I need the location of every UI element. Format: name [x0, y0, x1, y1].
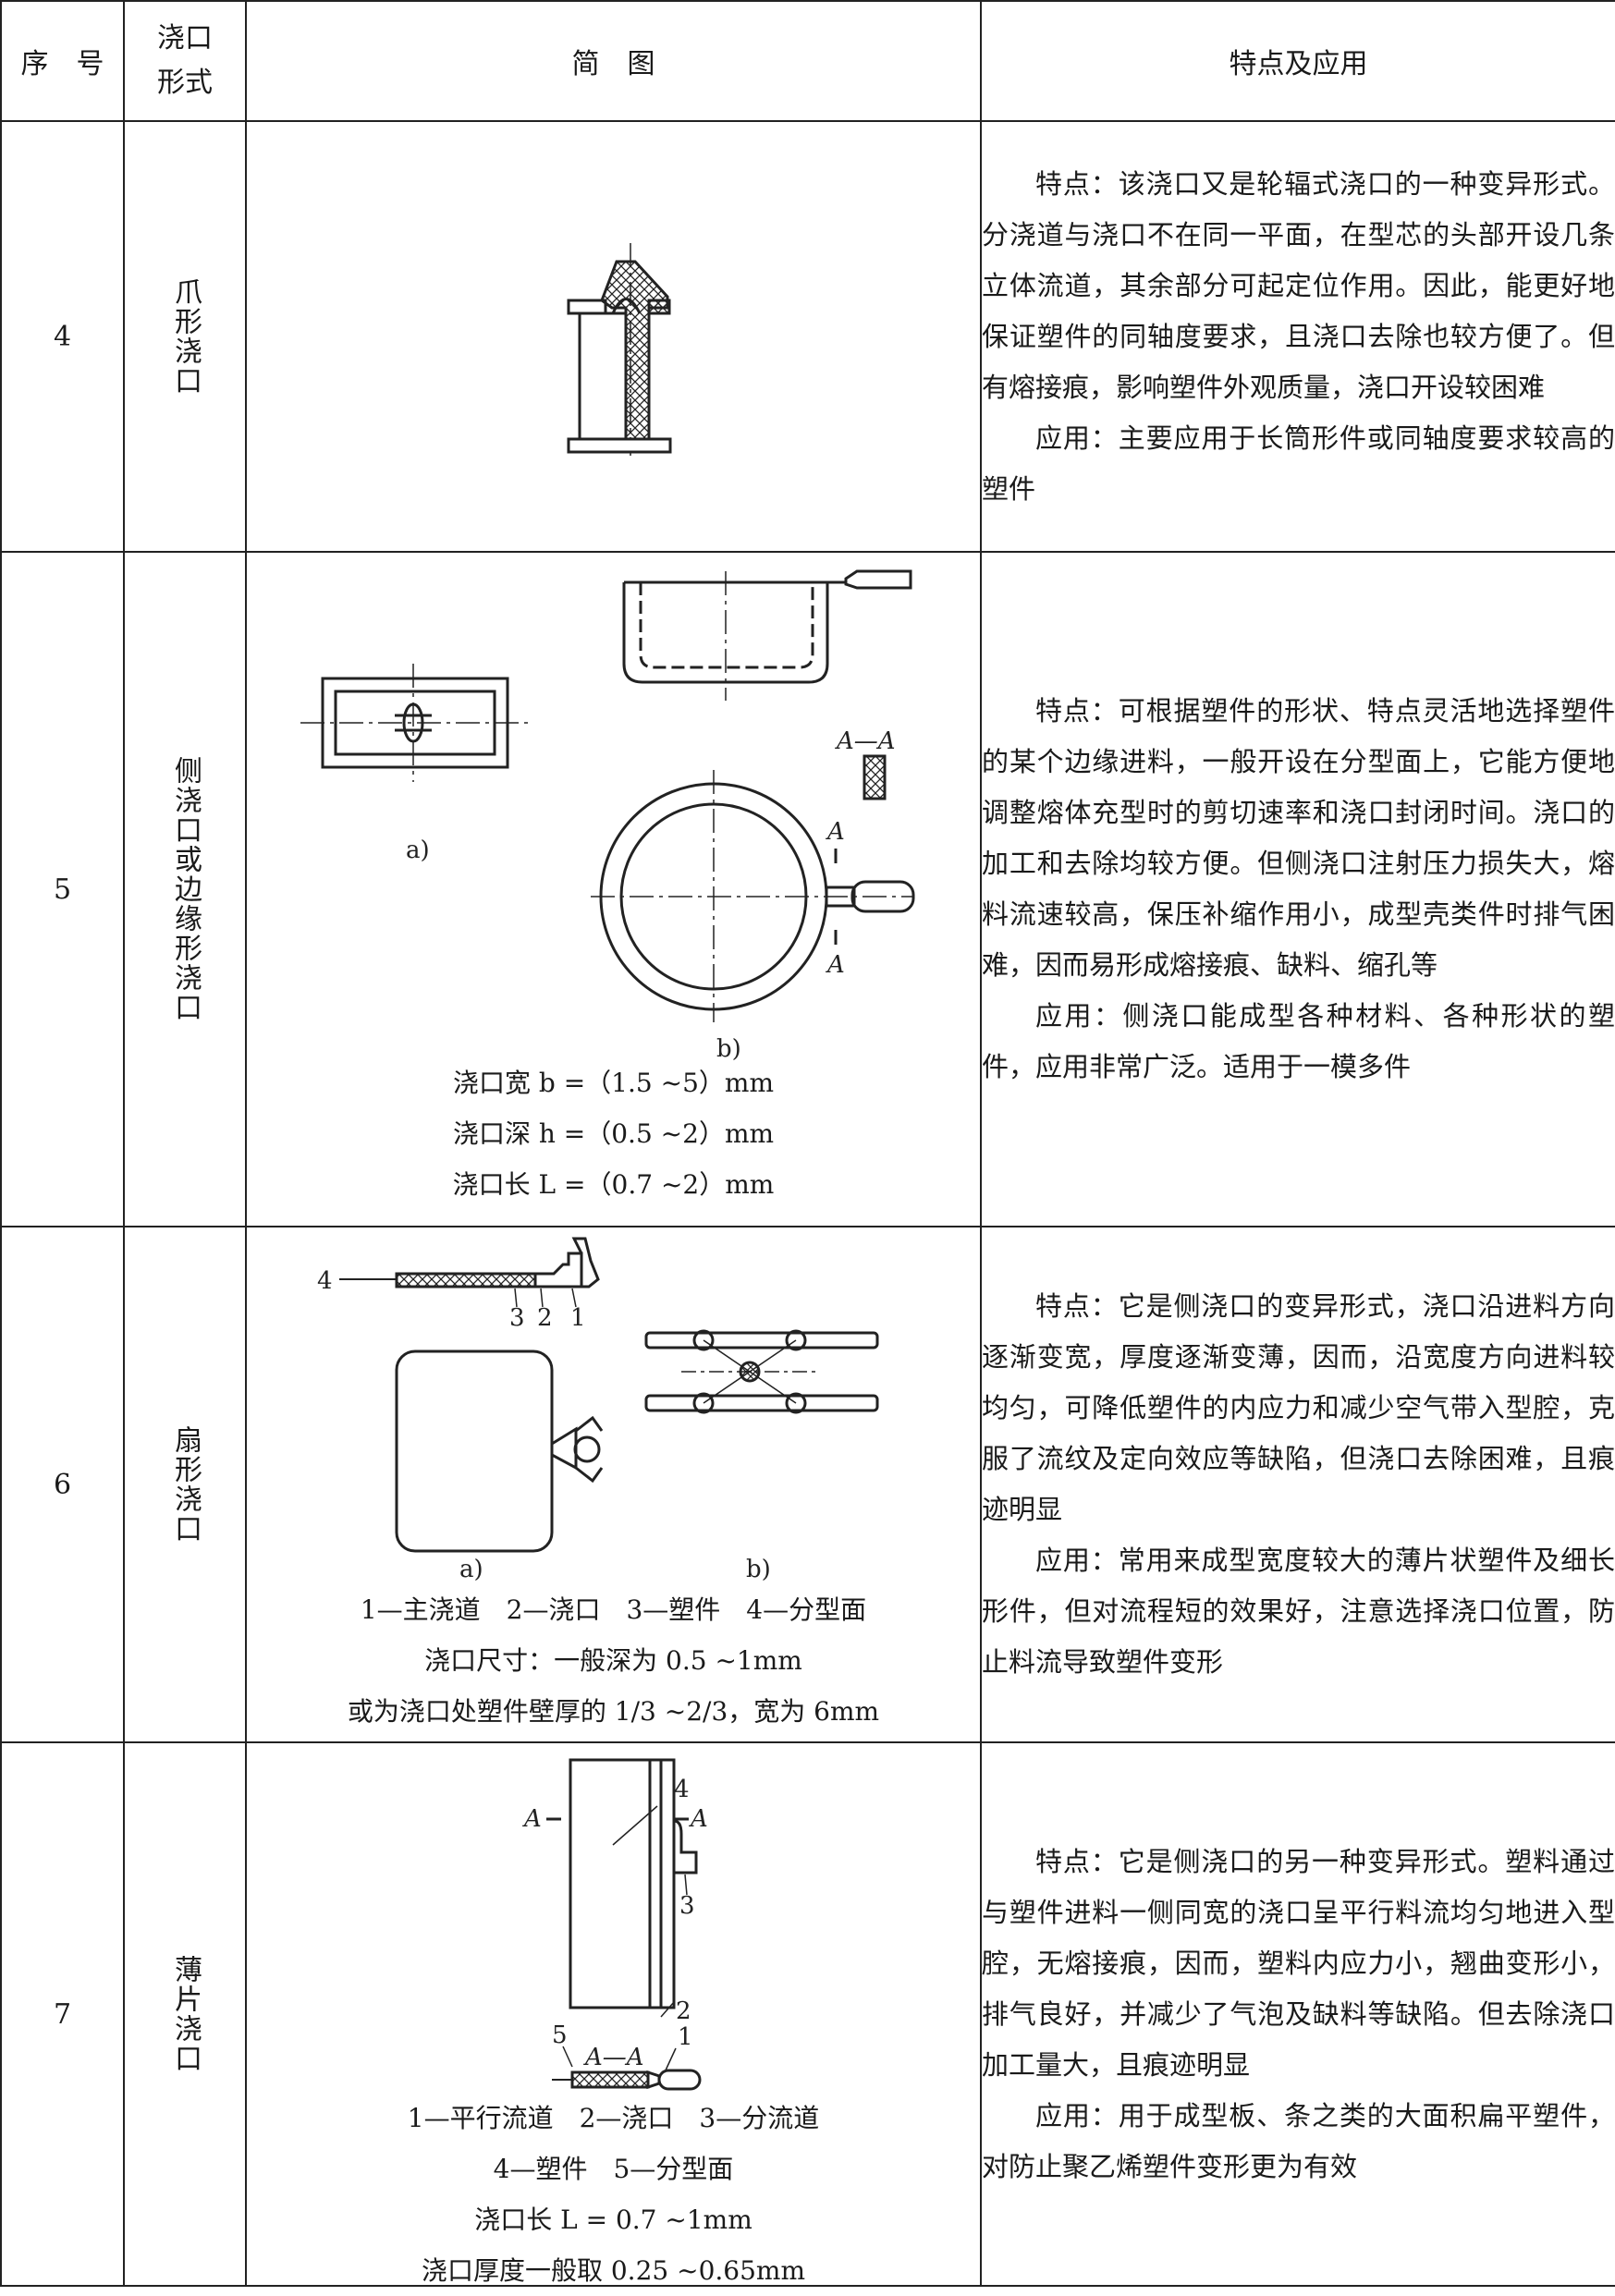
label-a: a) [459, 1556, 483, 1583]
header-serial: 序 号 [0, 0, 125, 122]
row-number: 7 [0, 1741, 125, 2287]
gate-type-cell: 薄片浇口 [123, 1741, 247, 2287]
features-cell: 特点：它是侧浇口的另一种变异形式。塑料通过与塑件进料一侧同宽的浇口呈平行料流均匀… [980, 1741, 1615, 2287]
label-section: A—A [835, 727, 896, 755]
label-2: 2 [537, 1304, 553, 1332]
header-features: 特点及应用 [980, 0, 1615, 122]
header-diagram: 简 图 [245, 0, 982, 122]
film-gate-diagram: A A 4 3 2 1 5 A—A [522, 1758, 708, 2091]
gate-type: 爪形浇口 [169, 277, 202, 396]
diagram-cell: a) A—A A A b) 浇口宽 b =（1.5 ~5）mm 浇口深 h =（… [245, 551, 982, 1227]
label-3: 3 [679, 1892, 695, 1920]
feature-text: 特点：可根据塑件的形状、特点灵活地选择塑件的某个边缘进料，一般开设在分型面上，它… [982, 695, 1615, 981]
caption-line: 浇口宽 b =（1.5 ~5）mm [453, 1068, 774, 1098]
gate-type: 侧浇口或边缘形浇口 [169, 756, 202, 1022]
label-4: 4 [317, 1267, 333, 1295]
feature-text: 特点：该浇口又是轮辐式浇口的一种变异形式。分浇道与浇口不在同一平面，在型芯的头部… [982, 167, 1615, 403]
features-cell: 特点：可根据塑件的形状、特点灵活地选择塑件的某个边缘进料，一般开设在分型面上，它… [980, 551, 1615, 1227]
label-1: 1 [570, 1304, 586, 1332]
diagram-cell: 4 3 2 1 a) b) 1—主浇道 2—浇口 3—塑件 4—分型面 浇口尺寸… [245, 1226, 982, 1743]
table-row: 6 扇形浇口 [0, 1226, 1615, 1743]
caption-line: 4—塑件 5—分型面 [493, 2154, 734, 2184]
label-section-mark-right: A [689, 1805, 708, 1833]
gate-type-cell: 爪形浇口 [123, 120, 247, 553]
caption-line: 浇口尺寸：一般深为 0.5 ~1mm [424, 1645, 802, 1676]
label-b: b) [746, 1556, 771, 1583]
diagram-captions: 浇口宽 b =（1.5 ~5）mm 浇口深 h =（0.5 ~2）mm 浇口长 … [247, 1057, 980, 1210]
gate-type-cell: 扇形浇口 [123, 1226, 247, 1743]
label-section-mark-bottom: A [826, 951, 845, 979]
label-b: b) [716, 1035, 741, 1063]
caption-line: 1—主浇道 2—浇口 3—塑件 4—分型面 [360, 1594, 867, 1625]
diagram-cell [245, 120, 982, 553]
gate-type-cell: 侧浇口或边缘形浇口 [123, 551, 247, 1227]
label-2: 2 [676, 1997, 691, 2025]
label-5: 5 [552, 2021, 568, 2049]
application-text: 应用：侧浇口能成型各种材料、各种形状的塑件，应用非常广泛。适用于一模多件 [982, 1000, 1615, 1082]
features-cell: 特点：它是侧浇口的变异形式，浇口沿进料方向逐渐变宽，厚度逐渐变薄，因而，沿宽度方… [980, 1226, 1615, 1743]
row-number: 4 [0, 120, 125, 553]
label-a: a) [406, 837, 430, 864]
label-section: A—A [583, 2044, 644, 2071]
gate-type: 扇形浇口 [169, 1425, 202, 1544]
label-section-mark-left: A [522, 1805, 542, 1833]
features-cell: 特点：该浇口又是轮辐式浇口的一种变异形式。分浇道与浇口不在同一平面，在型芯的头部… [980, 120, 1615, 553]
table-header-row: 序 号 浇口 形式 简 图 特点及应用 [0, 0, 1615, 122]
table-row: 5 侧浇口或边缘形浇口 [0, 551, 1615, 1227]
caption-line: 或为浇口处塑件壁厚的 1/3 ~2/3，宽为 6mm [347, 1696, 880, 1727]
table-row: 7 薄片浇口 [0, 1741, 1615, 2287]
label-1: 1 [678, 2023, 693, 2051]
label-3: 3 [509, 1304, 525, 1332]
row-number: 6 [0, 1226, 125, 1743]
diagram-captions: 1—主浇道 2—浇口 3—塑件 4—分型面 浇口尺寸：一般深为 0.5 ~1mm… [247, 1584, 980, 1737]
header-gate-form-line2: 形式 [157, 67, 213, 99]
fan-gate-diagram: 4 3 2 1 a) b) [317, 1237, 879, 1583]
label-4: 4 [674, 1776, 690, 1803]
caption-line: 浇口长 L = 0.7 ~1mm [474, 2204, 752, 2235]
header-gate-form-line1: 浇口 [157, 22, 213, 55]
feature-text: 特点：它是侧浇口的另一种变异形式。塑料通过与塑件进料一侧同宽的浇口呈平行料流均匀… [982, 1845, 1615, 2081]
label-section-mark-top: A [826, 818, 845, 846]
diagram-cell: A A 4 3 2 1 5 A—A 1—平行流道 2—浇口 3—分流道 4—塑件… [245, 1741, 982, 2287]
caption-line: 1—平行流道 2—浇口 3—分流道 [407, 2103, 820, 2133]
caption-line: 浇口长 L =（0.7 ~2）mm [452, 1169, 775, 1200]
gate-type: 薄片浇口 [169, 1955, 202, 2073]
feature-text: 特点：它是侧浇口的变异形式，浇口沿进料方向逐渐变宽，厚度逐渐变薄，因而，沿宽度方… [982, 1290, 1615, 1525]
diagram-captions: 1—平行流道 2—浇口 3—分流道 4—塑件 5—分型面 浇口长 L = 0.7… [247, 2093, 980, 2296]
application-text: 应用：用于成型板、条之类的大面积扁平塑件，对防止聚乙烯塑件变形更为有效 [982, 2099, 1615, 2182]
side-gate-diagram: a) A—A A A b) [300, 569, 915, 1063]
application-text: 应用：常用来成型宽度较大的薄片状塑件及细长形件，但对流程短的效果好，注意选择浇口… [982, 1545, 1615, 1678]
caption-line: 浇口深 h =（0.5 ~2）mm [452, 1118, 775, 1149]
row-number: 5 [0, 551, 125, 1227]
header-gate-form: 浇口 形式 [123, 0, 247, 122]
claw-gate-diagram [567, 243, 672, 456]
caption-line: 浇口厚度一般取 0.25 ~0.65mm [421, 2255, 806, 2286]
table-row: 4 爪形浇口 特点：该浇口又是轮辐式浇口的一种变异形式。分浇道与浇口不在同一平面… [0, 120, 1615, 553]
application-text: 应用：主要应用于长筒形件或同轴度要求较高的塑件 [982, 421, 1615, 505]
